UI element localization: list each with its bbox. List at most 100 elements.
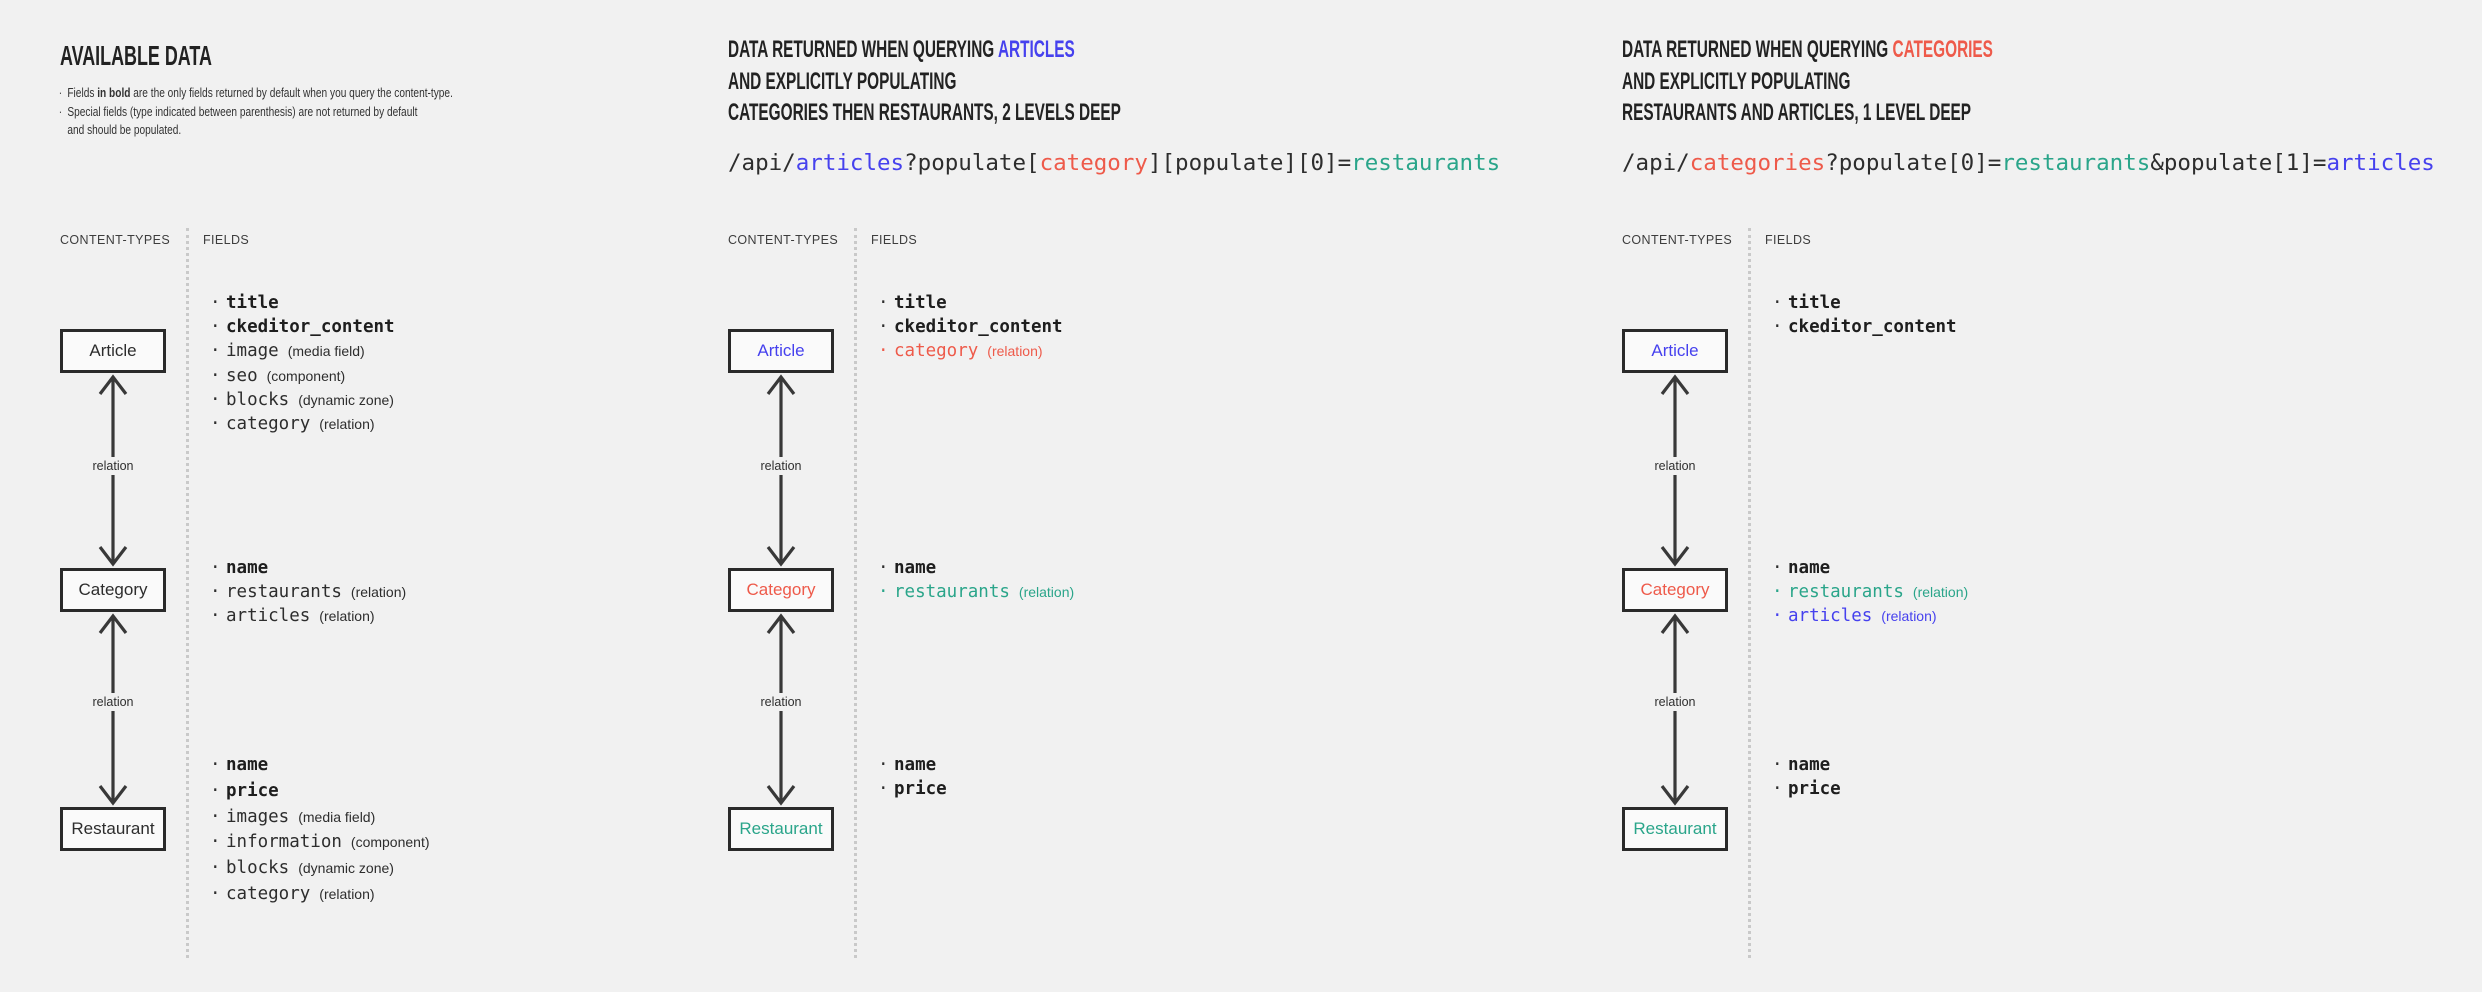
box-label-restaurant: Restaurant	[739, 819, 823, 838]
field-item: ckeditor_content	[207, 315, 404, 339]
fields-column-header: FIELDS	[871, 233, 918, 247]
field-name: blocks	[226, 389, 290, 410]
box-label-category: Category	[78, 580, 148, 599]
content-type-box-category: Category	[1622, 568, 1728, 612]
field-name: price	[894, 779, 947, 800]
content-type-box-category: Category	[728, 568, 834, 612]
note-text: Special fields (type indicated between p…	[67, 103, 418, 119]
content-type-box-restaurant: Restaurant	[60, 807, 166, 851]
column-title: DATA RETURNED WHEN QUERYING ARTICLES AND…	[728, 34, 1121, 129]
field-name: name	[1788, 558, 1831, 578]
field-annotation: (relation)	[350, 584, 407, 601]
field-annotation: (media field)	[287, 343, 365, 360]
box-label-category: Category	[746, 580, 816, 599]
field-annotation: (relation)	[319, 885, 375, 902]
api-url-segment: articles	[2326, 150, 2435, 176]
title-text: DATA RETURNED WHEN QUERYING	[728, 36, 998, 63]
field-item: information (component)	[207, 830, 430, 856]
field-item: title	[207, 291, 404, 315]
field-item: image(media field)	[207, 339, 404, 363]
relation-arrow-label: relation	[755, 457, 807, 475]
column-title-line1: DATA RETURNED WHEN QUERYING ARTICLES	[728, 34, 1121, 66]
column-querying-categories: DATA RETURNED WHEN QUERYING CATEGORIES A…	[1622, 0, 2462, 992]
column-title-line3: CATEGORIES THEN RESTAURANTS, 2 LEVELS DE…	[728, 99, 1121, 126]
relation-arrow-label: relation	[1649, 457, 1701, 475]
dotted-separator	[854, 228, 857, 958]
article-fields-list: title ckeditor_content category (relation…	[875, 291, 1072, 364]
column-querying-articles: DATA RETURNED WHEN QUERYING ARTICLES AND…	[728, 0, 1568, 992]
relation-arrow-label: relation	[1649, 693, 1701, 711]
column-title-line2: AND EXPLICITLY POPULATING	[728, 67, 957, 95]
field-name: name	[1788, 755, 1831, 775]
field-item: name	[207, 753, 430, 779]
dotted-separator	[1748, 228, 1751, 958]
field-annotation: (relation)	[1881, 608, 1937, 625]
field-item: category (relation)	[207, 882, 430, 908]
category-fields-list: name restaurants(relation)	[875, 556, 1075, 605]
content-type-box-restaurant: Restaurant	[1622, 807, 1728, 851]
field-item: name	[875, 753, 956, 777]
api-url-segment: /api/	[1622, 150, 1690, 176]
box-label-restaurant: Restaurant	[1633, 819, 1717, 838]
content-types-column-header: CONTENT-TYPES	[60, 233, 171, 247]
field-item: restaurants(relation)	[1769, 580, 1968, 604]
field-annotation: (component)	[350, 834, 430, 851]
column-title: DATA RETURNED WHEN QUERYING CATEGORIES A…	[1622, 34, 1993, 129]
api-url-segment: restaurants	[1351, 150, 1501, 176]
api-url: /api/categories?populate[0]=restaurants&…	[1622, 150, 2435, 176]
field-name: ckeditor_content	[894, 317, 1063, 338]
field-name: seo	[226, 365, 258, 386]
dotted-separator	[186, 228, 189, 958]
field-annotation: (relation)	[319, 608, 375, 625]
field-item: name	[875, 556, 1074, 580]
note-special-fields: Special fields (type indicated between p…	[58, 103, 496, 140]
field-item: blocks (dynamic zone)	[207, 388, 404, 412]
article-fields-list: title ckeditor_content	[1769, 291, 1966, 340]
field-item: name	[207, 556, 406, 580]
field-name: restaurants	[226, 582, 342, 603]
field-annotation: (dynamic zone)	[298, 860, 394, 877]
field-annotation: (relation)	[987, 343, 1043, 360]
field-annotation: (dynamic zone)	[298, 391, 394, 408]
content-type-box-category: Category	[60, 568, 166, 612]
field-name: blocks	[226, 858, 290, 879]
field-annotation: (media field)	[298, 808, 376, 825]
field-annotation: (relation)	[1912, 584, 1969, 601]
field-item: ckeditor_content	[1769, 315, 1966, 339]
content-type-box-article: Article	[60, 329, 166, 373]
category-fields-list: name restaurants(relation) articles(rela…	[1769, 556, 1968, 629]
api-url-segment: category	[1039, 150, 1148, 176]
content-type-box-restaurant: Restaurant	[728, 807, 834, 851]
category-fields-list: name restaurants(relation) articles(rela…	[207, 556, 406, 629]
api-url-segment: categories	[1689, 150, 1826, 176]
field-name: images	[226, 806, 290, 827]
box-label-article: Article	[757, 341, 805, 360]
content-type-box-article: Article	[1622, 329, 1728, 373]
note-default-fields: Fields in bold are the only fields retur…	[58, 84, 496, 103]
column-available-data: AVAILABLE DATA Fields in bold are the on…	[58, 0, 900, 992]
field-name: price	[226, 780, 279, 801]
column-title-line3: RESTAURANTS AND ARTICLES, 1 LEVEL DEEP	[1622, 99, 1972, 126]
column-title-line1: DATA RETURNED WHEN QUERYING CATEGORIES	[1622, 34, 1993, 66]
field-name: name	[226, 558, 269, 578]
field-name: information	[226, 832, 342, 853]
title-highlight-articles: ARTICLES	[997, 36, 1075, 63]
column-title: AVAILABLE DATA	[60, 40, 212, 71]
title-highlight-categories: CATEGORIES	[1892, 36, 1993, 63]
field-item: title	[1769, 291, 1966, 315]
field-item: name	[1769, 556, 1968, 580]
field-name: title	[226, 293, 279, 313]
api-url: /api/articles?populate[category][populat…	[728, 150, 1500, 176]
box-label-category: Category	[1640, 580, 1710, 599]
field-name: category	[226, 883, 311, 904]
field-name: category	[894, 341, 979, 362]
content-type-box-article: Article	[728, 329, 834, 373]
field-annotation: (component)	[266, 367, 346, 384]
field-name: title	[1788, 293, 1841, 313]
restaurant-fields-list: name price	[875, 753, 956, 802]
field-item: category (relation)	[875, 339, 1072, 363]
field-annotation: (relation)	[1018, 584, 1075, 601]
field-name: title	[894, 293, 947, 313]
fields-column-header: FIELDS	[203, 233, 250, 247]
